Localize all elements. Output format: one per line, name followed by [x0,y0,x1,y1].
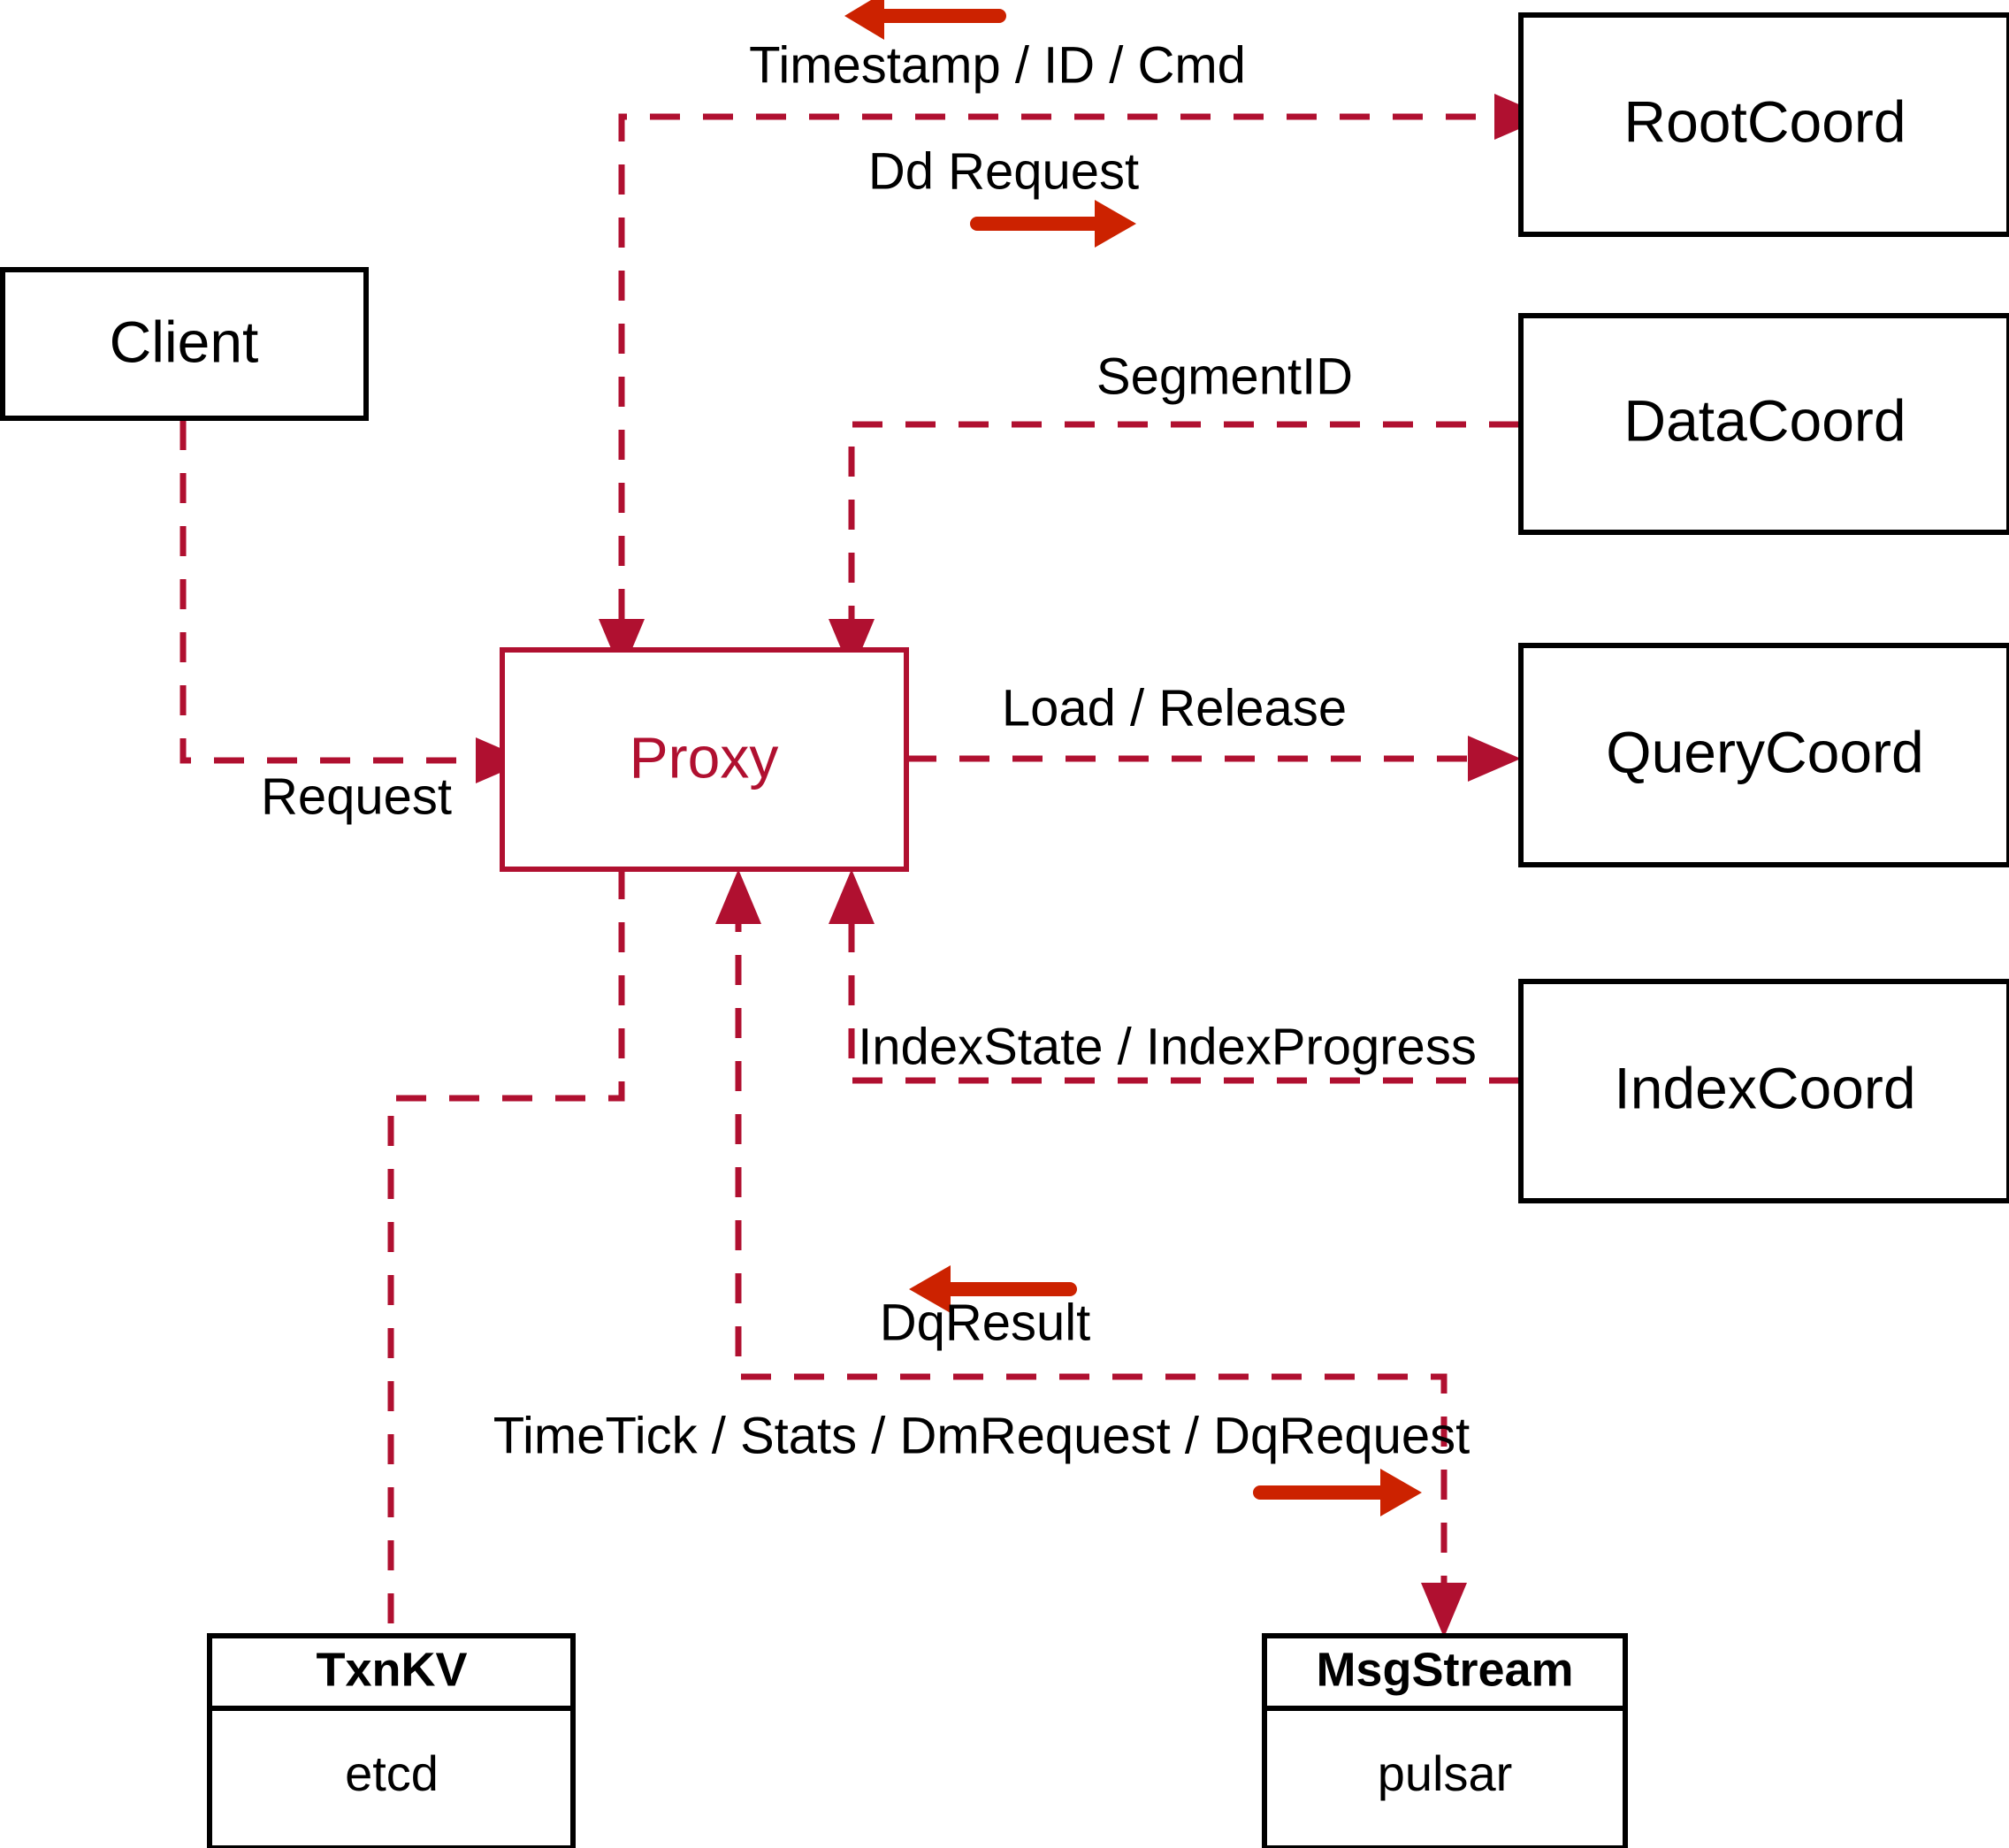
edge-datacoord-path [848,421,1519,672]
edge-client-path [180,420,476,764]
node-msgstream-header: MsgStream [1316,1643,1573,1696]
direction-arrow-dq-result-head [909,1265,951,1313]
edge-msgstream-arrowhead-down [1421,1583,1467,1638]
edge-rootcoord-path [618,113,1494,672]
node-querycoord-label: QueryCoord [1606,719,1924,784]
node-txnkv-body: etcd [345,1745,439,1801]
edge-label-index-state: IndexState / IndexProgress [858,1018,1477,1075]
edge-label-timestamp-id-cmd: Timestamp / ID / Cmd [749,36,1246,94]
node-datacoord[interactable]: DataCoord [1518,313,2009,535]
edge-txnkv-path [387,869,625,1636]
node-rootcoord-label: RootCoord [1623,88,1906,154]
node-msgstream[interactable]: MsgStream pulsar [1262,1633,1628,1848]
node-txnkv[interactable]: TxnKV etcd [207,1633,576,1848]
node-indexcoord-label: IndexCoord [1614,1055,1915,1120]
node-msgstream-box[interactable] [1262,1633,1628,1848]
edge-msgstream-arrowhead-up [715,869,761,924]
edge-indexcoord-path [848,902,1519,1084]
edge-label-load-release: Load / Release [1002,679,1347,737]
node-client-box[interactable] [0,267,369,421]
direction-arrow-dq-result [909,1265,1077,1313]
direction-arrow-timestamp-head [844,0,884,40]
node-querycoord[interactable]: QueryCoord [1518,643,2009,867]
node-txnkv-header: TxnKV [316,1643,467,1696]
direction-arrow-dd-request-head [1095,200,1136,248]
direction-arrow-timetick-head [1380,1469,1422,1516]
edge-rootcoord-arrowhead-down [599,619,645,674]
node-proxy-box[interactable] [500,647,909,872]
node-rootcoord[interactable]: RootCoord [1518,12,2009,237]
edge-proxy-querycoord [906,736,1521,782]
node-querycoord-box[interactable] [1518,643,2009,867]
node-client[interactable]: Client [0,267,369,421]
edge-client-proxy [180,420,529,783]
edge-querycoord-arrowhead-right [1468,736,1521,782]
edge-label-segment-id: SegmentID [1096,347,1353,405]
edge-label-request: Request [261,767,452,825]
edge-label-dq-result: DqResult [880,1294,1091,1351]
edge-datacoord-arrowhead-down [829,619,875,674]
node-msgstream-body: pulsar [1378,1745,1513,1801]
edge-proxy-msgstream [715,869,1467,1638]
node-proxy[interactable]: Proxy [500,647,909,872]
direction-arrow-timestamp [844,0,1006,40]
node-datacoord-label: DataCoord [1623,387,1906,453]
node-txnkv-box[interactable] [207,1633,576,1848]
direction-arrow-timetick [1253,1469,1422,1516]
edge-indexcoord-proxy [829,869,1519,1084]
edge-indexcoord-arrowhead-up [829,869,875,924]
node-rootcoord-box[interactable] [1518,12,2009,237]
direction-arrow-dd-request [970,200,1136,248]
edge-label-timetick-stats: TimeTick / Stats / DmRequest / DqRequest [493,1407,1470,1464]
node-proxy-label: Proxy [630,724,779,790]
edge-proxy-txnkv [387,869,625,1636]
edge-label-dd-request: Dd Request [868,142,1139,200]
node-datacoord-box[interactable] [1518,313,2009,535]
node-indexcoord[interactable]: IndexCoord [1518,979,2009,1203]
node-indexcoord-box[interactable] [1518,979,2009,1203]
edge-datacoord-proxy [829,421,1519,674]
edge-msgstream-path [735,902,1448,1607]
node-client-label: Client [110,309,259,374]
